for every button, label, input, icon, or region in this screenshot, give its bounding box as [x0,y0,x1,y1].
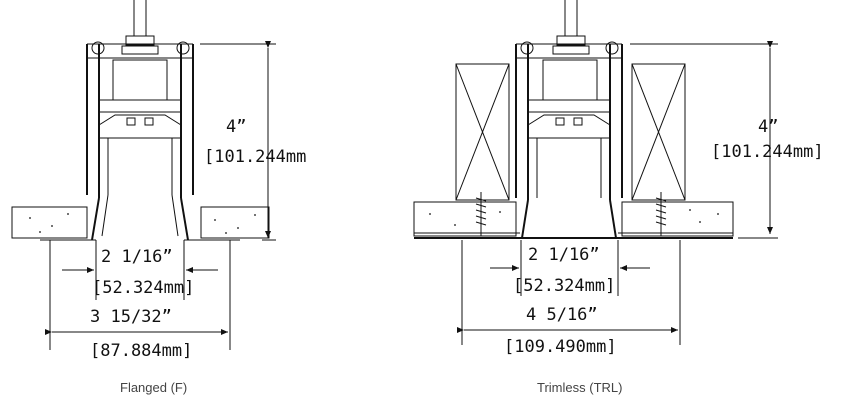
trimless-caption: Trimless (TRL) [537,380,622,395]
height-dimension: 4” [101.244mm] [630,41,824,239]
flanged-section: 4” [101.244mm 2 1/16” [52.324mm] 3 15/32… [11,0,306,395]
inner-width-in-label: 2 1/16” [101,247,173,267]
outer-width-mm-label: [87.884mm] [90,341,192,361]
height-mm-label: [101.244mm [204,147,306,167]
ceiling-panel-left [11,206,88,239]
height-in-label: 4” [758,117,778,137]
fixture-housing [40,41,240,241]
framing-block-right [631,63,686,201]
outer-width-in-label: 4 5/16” [526,305,598,325]
screw-right [655,192,667,236]
inner-width-dimension: 2 1/16” [52.324mm] [490,240,650,296]
hanger-rod [552,0,590,55]
height-dimension: 4” [101.244mm [200,41,306,241]
outer-width-mm-label: [109.490mm] [504,337,617,357]
hanger-rod [121,0,159,55]
fixture-housing [515,41,623,239]
height-mm-label: [101.244mm] [711,142,824,162]
inner-width-mm-label: [52.324mm] [92,278,194,298]
trimless-section: 4” [101.244mm] 2 1/16” [52.324mm] 4 5/16… [413,0,824,395]
outer-width-in-label: 3 15/32” [90,307,172,327]
inner-width-in-label: 2 1/16” [528,245,600,265]
framing-block-left [455,63,510,201]
screw-left [475,192,487,236]
ceiling-panel [413,201,734,239]
flanged-caption: Flanged (F) [120,380,187,395]
outer-width-dimension: 3 15/32” [87.884mm] [45,240,231,361]
inner-width-mm-label: [52.324mm] [513,276,615,296]
ceiling-panel-right [200,206,270,239]
inner-width-dimension: 2 1/16” [52.324mm] [62,240,218,300]
height-in-label: 4” [226,117,246,137]
outer-width-dimension: 4 5/16” [109.490mm] [457,240,681,357]
